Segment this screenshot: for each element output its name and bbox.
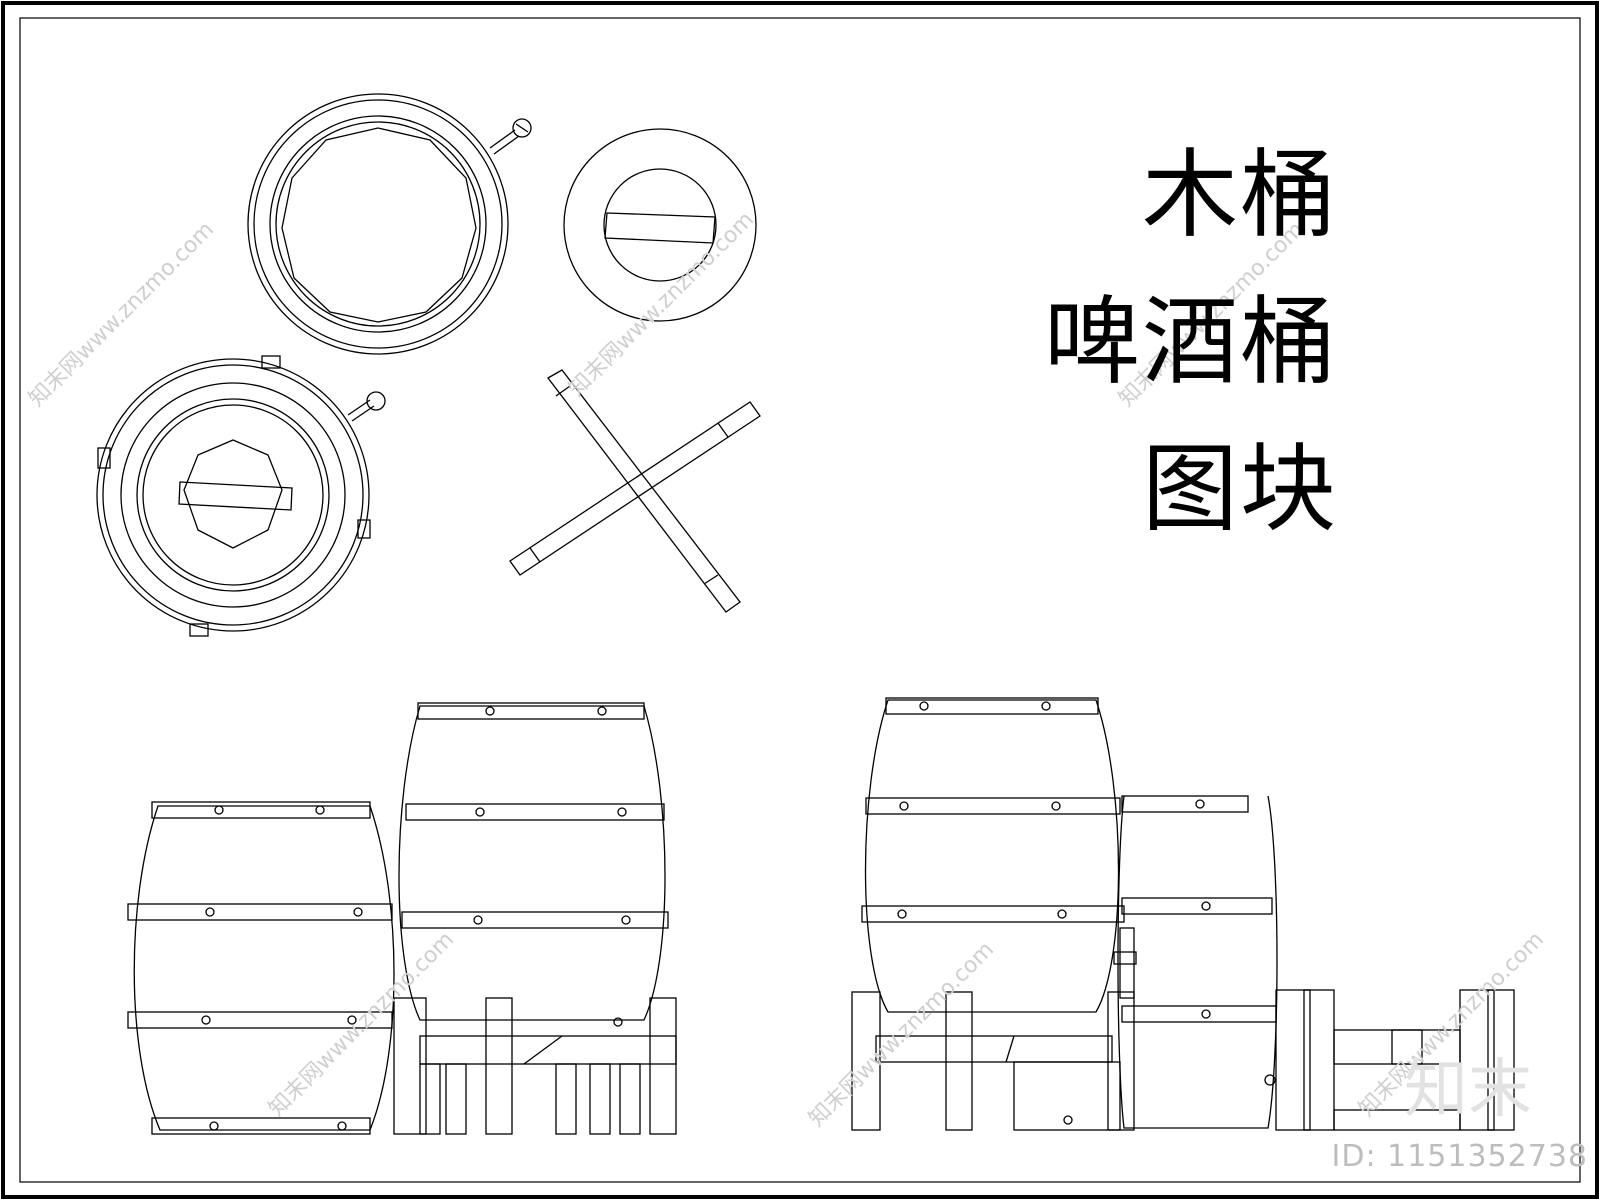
- barrel-side-view-left: [127, 801, 395, 1135]
- inner-border: [19, 17, 1581, 1183]
- watermark-logo: 知末: [1404, 1053, 1532, 1127]
- barrel-side-view-middle: [393, 702, 677, 1135]
- title-line-2: 啤酒桶: [1044, 286, 1338, 398]
- drawing-title: 木桶 啤酒桶 图块: [1044, 122, 1338, 563]
- title-line-3: 图块: [1142, 433, 1338, 545]
- barrel-top-view-3: [96, 355, 386, 637]
- title-line-1: 木桶: [1142, 139, 1338, 251]
- cross-stand-top-view: [509, 369, 761, 613]
- barrel-side-view-right-group: [851, 697, 1515, 1131]
- barrel-top-view-2: [563, 128, 757, 322]
- barrel-top-view-1: [247, 93, 532, 355]
- watermark-id: ID: 1151352738: [1331, 1139, 1588, 1174]
